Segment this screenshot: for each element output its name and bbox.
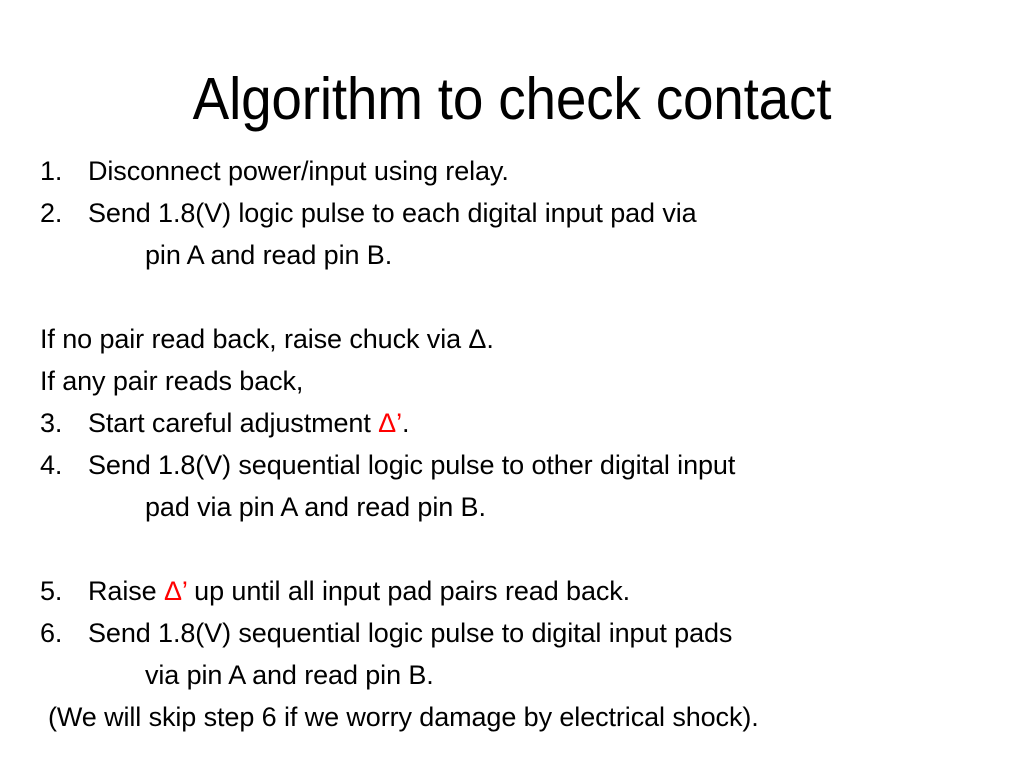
list-item-marker: 5. [40,576,63,606]
page-title: Algorithm to check contact [192,65,832,132]
list-item: 5. Raise Δ’ up until all input pad pairs … [40,570,1024,612]
list-item-text-before: Raise [88,576,164,606]
conditional-text-before: If no pair read back, raise chuck via [40,324,469,354]
conditional-text-after: . [486,324,494,354]
algorithm-steps-list: 1. Disconnect power/input using relay. 2.… [40,150,1024,738]
list-item-marker: 4. [40,450,63,480]
conditional-line-no-pair: If no pair read back, raise chuck via Δ. [40,318,1024,360]
list-item-marker: 3. [40,408,63,438]
list-item-text: Send 1.8(V) logic pulse to each digital … [88,198,697,228]
list-item: 2. Send 1.8(V) logic pulse to each digita… [40,192,1024,234]
list-item: 4. Send 1.8(V) sequential logic pulse to … [40,444,1024,486]
list-item-text-after: . [401,408,410,438]
list-item-marker: 1. [40,156,63,186]
list-item: 3. Start careful adjustment Δ’. [40,402,1024,444]
blank-line [40,276,1024,318]
delta-prime-symbol: Δ’ [378,408,402,438]
list-item-marker: 6. [40,618,63,648]
list-item-text: Disconnect power/input using relay. [88,156,509,186]
list-item-text: Send 1.8(V) sequential logic pulse to di… [88,618,733,648]
blank-line [40,528,1024,570]
list-item: 6. Send 1.8(V) sequential logic pulse to … [40,612,1024,654]
list-item: 1. Disconnect power/input using relay. [40,150,1024,192]
list-item-marker: 2. [40,198,63,228]
conditional-line-any-pair: If any pair reads back, [40,366,304,396]
list-item-continuation: pin A and read pin B. [145,240,393,270]
closing-note: (We will skip step 6 if we worry damage … [48,702,759,732]
list-item-text-before: Start careful adjustment [88,408,379,438]
list-item-continuation: pad via pin A and read pin B. [145,492,486,522]
delta-symbol: Δ [468,324,487,354]
list-item-text-after: up until all input pad pairs read back. [186,576,631,606]
list-item-text: Send 1.8(V) sequential logic pulse to ot… [88,450,736,480]
list-item-continuation: via pin A and read pin B. [145,660,434,690]
delta-prime-symbol: Δ’ [163,576,187,606]
